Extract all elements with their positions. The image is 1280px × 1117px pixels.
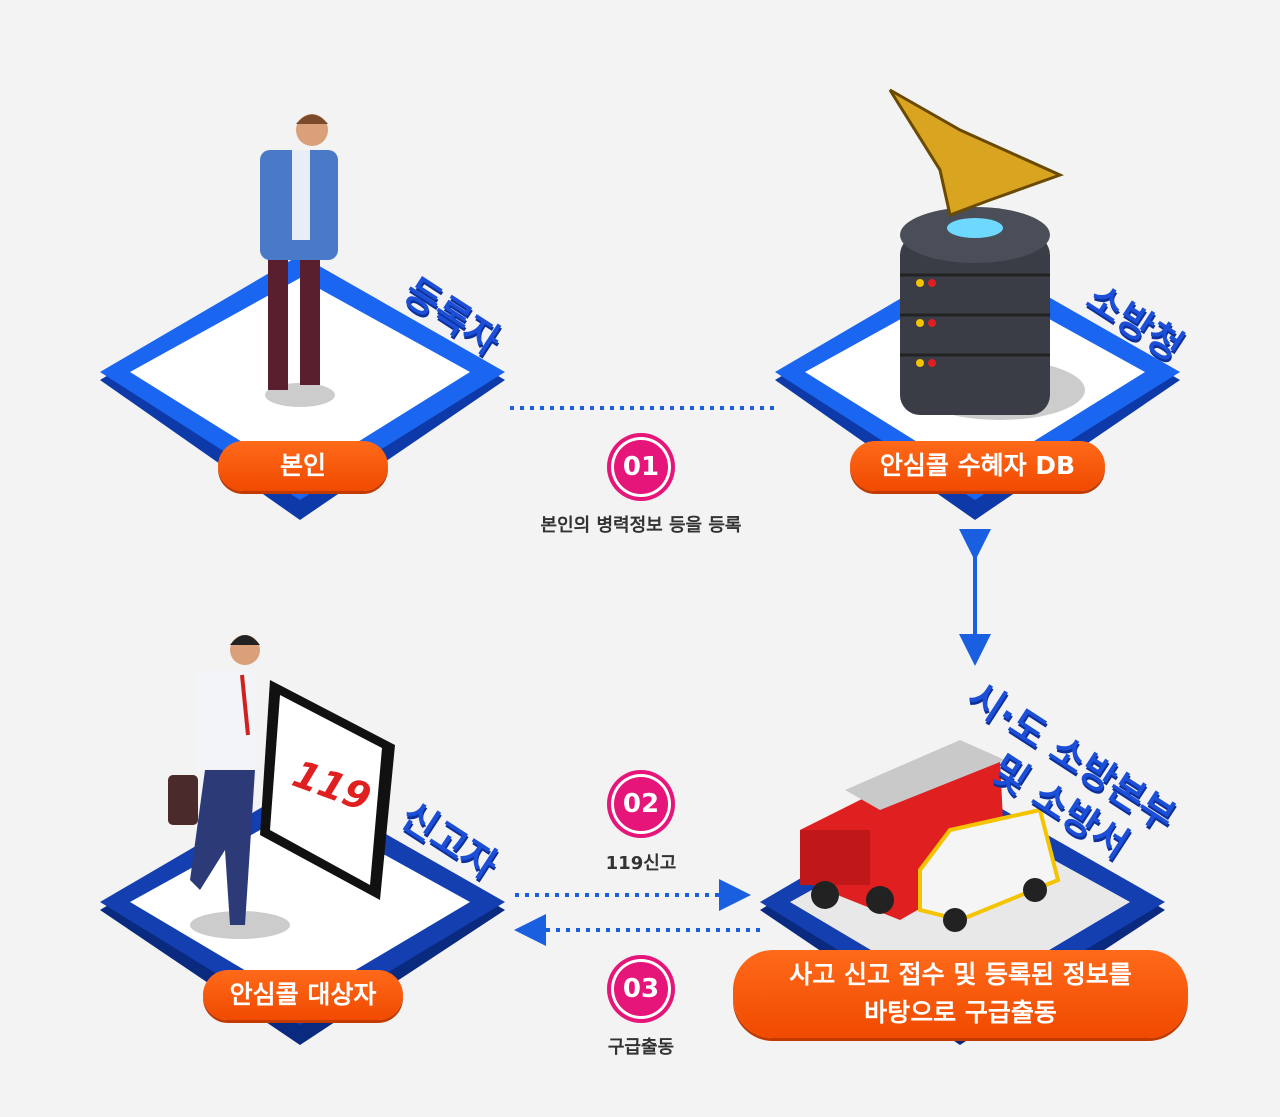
caller-illustration: 119 (168, 635, 395, 939)
label-fire-agency: 안심콜 수혜자 DB (850, 441, 1105, 491)
step-caption-03: 구급출동 (607, 1037, 675, 1058)
step-badge-01: 01 (607, 433, 675, 501)
server-db-illustration (888, 88, 1085, 420)
step-caption-02: 119신고 (605, 853, 677, 874)
step-caption-01: 본인의 병력정보 등을 등록 (540, 515, 742, 536)
ambulance-firetruck-illustration (800, 740, 1061, 932)
label-fire-station: 사고 신고 접수 및 등록된 정보를 바탕으로 구급출동 (733, 950, 1188, 1038)
label-registrant: 본인 (218, 441, 388, 491)
step-badge-02: 02 (607, 770, 675, 838)
label-fire-station-line1: 사고 신고 접수 및 등록된 정보를 (789, 960, 1132, 989)
label-fire-station-line2: 바탕으로 구급출동 (864, 998, 1057, 1027)
step-badge-03: 03 (607, 955, 675, 1023)
person-illustration (260, 114, 338, 407)
label-reporter: 안심콜 대상자 (203, 970, 403, 1020)
